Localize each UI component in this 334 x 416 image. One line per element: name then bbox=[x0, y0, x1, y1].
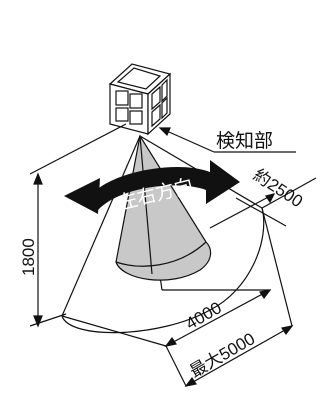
range-max-dimension bbox=[165, 207, 294, 387]
range-4000-dimension bbox=[61, 289, 272, 347]
height-label: 1800 bbox=[19, 238, 38, 276]
sensor-leader-arrowhead bbox=[158, 127, 171, 137]
sensor-label: 検知部 bbox=[216, 130, 273, 152]
range-short-label: 4000 bbox=[183, 298, 225, 333]
range-max-label: 最大5000 bbox=[187, 329, 259, 381]
sensor-housing bbox=[108, 63, 172, 136]
radius-dimension bbox=[209, 177, 317, 229]
sensor-leader-line bbox=[159, 127, 215, 153]
direction-arrow bbox=[64, 160, 240, 214]
height-dimension bbox=[29, 123, 127, 328]
